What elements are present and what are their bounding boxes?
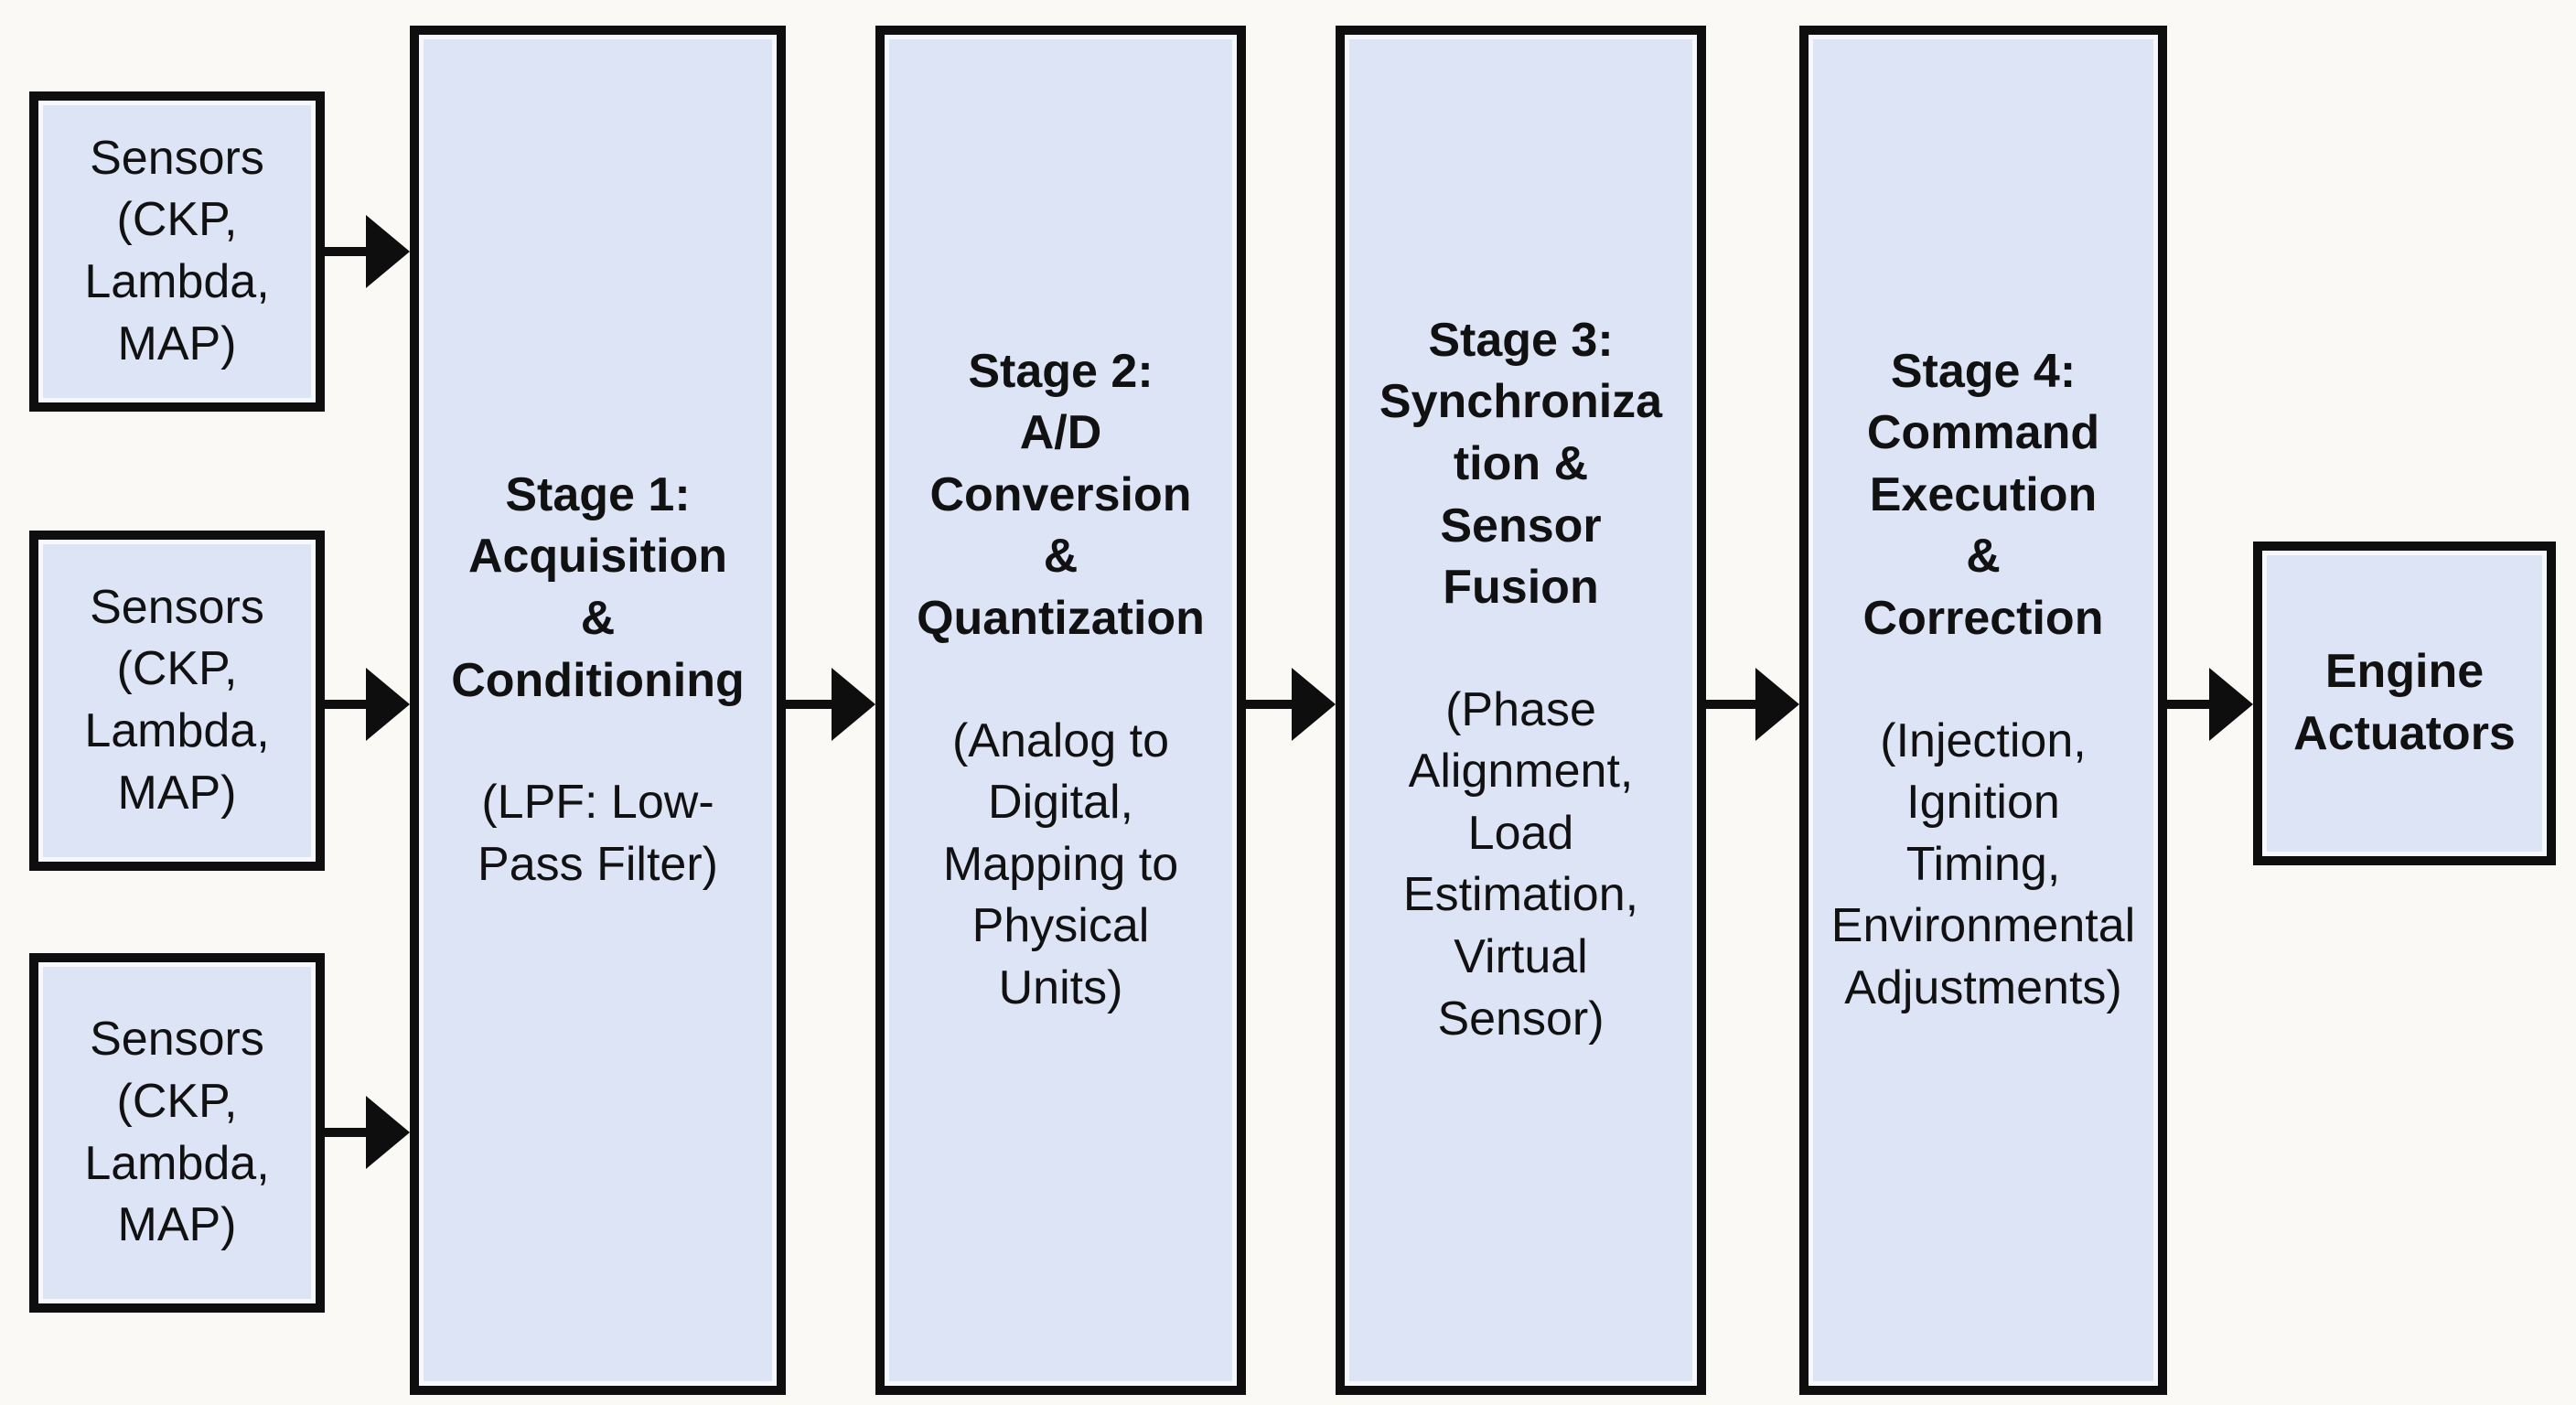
- arrow-stage2-to-stage3: [1246, 668, 1336, 741]
- arrow-shaft: [2167, 700, 2213, 709]
- arrow-shaft: [325, 700, 370, 709]
- arrow-head-icon: [1755, 668, 1799, 741]
- arrow-shaft: [325, 247, 370, 256]
- arrow-stage1-to-stage2: [786, 668, 875, 741]
- arrow-shaft: [786, 700, 835, 709]
- stage-4-subtitle: (Injection, Ignition Timing, Environment…: [1830, 713, 2136, 1014]
- stage-1-subtitle: (LPF: Low- Pass Filter): [478, 776, 718, 891]
- sensor-box-1-label: Sensors (CKP, Lambda, MAP): [84, 131, 270, 370]
- engine-actuators-box: Engine Actuators: [2253, 542, 2556, 865]
- stage-4-box: Stage 4: Command Execution & Correction …: [1799, 26, 2167, 1395]
- arrow-head-icon: [366, 1096, 410, 1169]
- sensor-box-2-label: Sensors (CKP, Lambda, MAP): [84, 580, 270, 820]
- arrow-head-icon: [832, 668, 875, 741]
- sensor-box-2: Sensors (CKP, Lambda, MAP): [29, 531, 325, 871]
- stage-2-title: Stage 2: A/D Conversion & Quantization: [917, 344, 1205, 645]
- sensor-box-1: Sensors (CKP, Lambda, MAP): [29, 91, 325, 412]
- sensor-box-3-label: Sensors (CKP, Lambda, MAP): [84, 1013, 270, 1252]
- stage-4-title: Stage 4: Command Execution & Correction: [1862, 344, 2104, 645]
- arrow-stage3-to-stage4: [1706, 668, 1799, 741]
- stage-3-subtitle: (Phase Alignment, Load Estimation, Virtu…: [1402, 682, 1639, 1046]
- sensor-box-3: Sensors (CKP, Lambda, MAP): [29, 953, 325, 1313]
- arrow-head-icon: [1292, 668, 1336, 741]
- stage-2-box: Stage 2: A/D Conversion & Quantization (…: [875, 26, 1246, 1395]
- arrow-head-icon: [2209, 668, 2253, 741]
- stage-2-subtitle: (Analog to Digital, Mapping to Physical …: [942, 713, 1179, 1014]
- arrow-sensor1-to-stage1: [325, 215, 410, 288]
- arrow-stage4-to-engine: [2167, 668, 2253, 741]
- arrow-head-icon: [366, 215, 410, 288]
- arrow-sensor2-to-stage1: [325, 668, 410, 741]
- stage-3-box: Stage 3: Synchroniza tion & Sensor Fusio…: [1336, 26, 1706, 1395]
- arrow-sensor3-to-stage1: [325, 1096, 410, 1169]
- stage-3-title: Stage 3: Synchroniza tion & Sensor Fusio…: [1379, 313, 1663, 615]
- arrow-shaft: [325, 1128, 370, 1137]
- arrow-shaft: [1246, 700, 1295, 709]
- stage-1-title: Stage 1: Acquisition & Conditioning: [451, 467, 745, 707]
- arrow-shaft: [1706, 700, 1759, 709]
- stage-1-box: Stage 1: Acquisition & Conditioning (LPF…: [410, 26, 786, 1395]
- engine-actuators-label: Engine Actuators: [2293, 645, 2516, 760]
- arrow-head-icon: [366, 668, 410, 741]
